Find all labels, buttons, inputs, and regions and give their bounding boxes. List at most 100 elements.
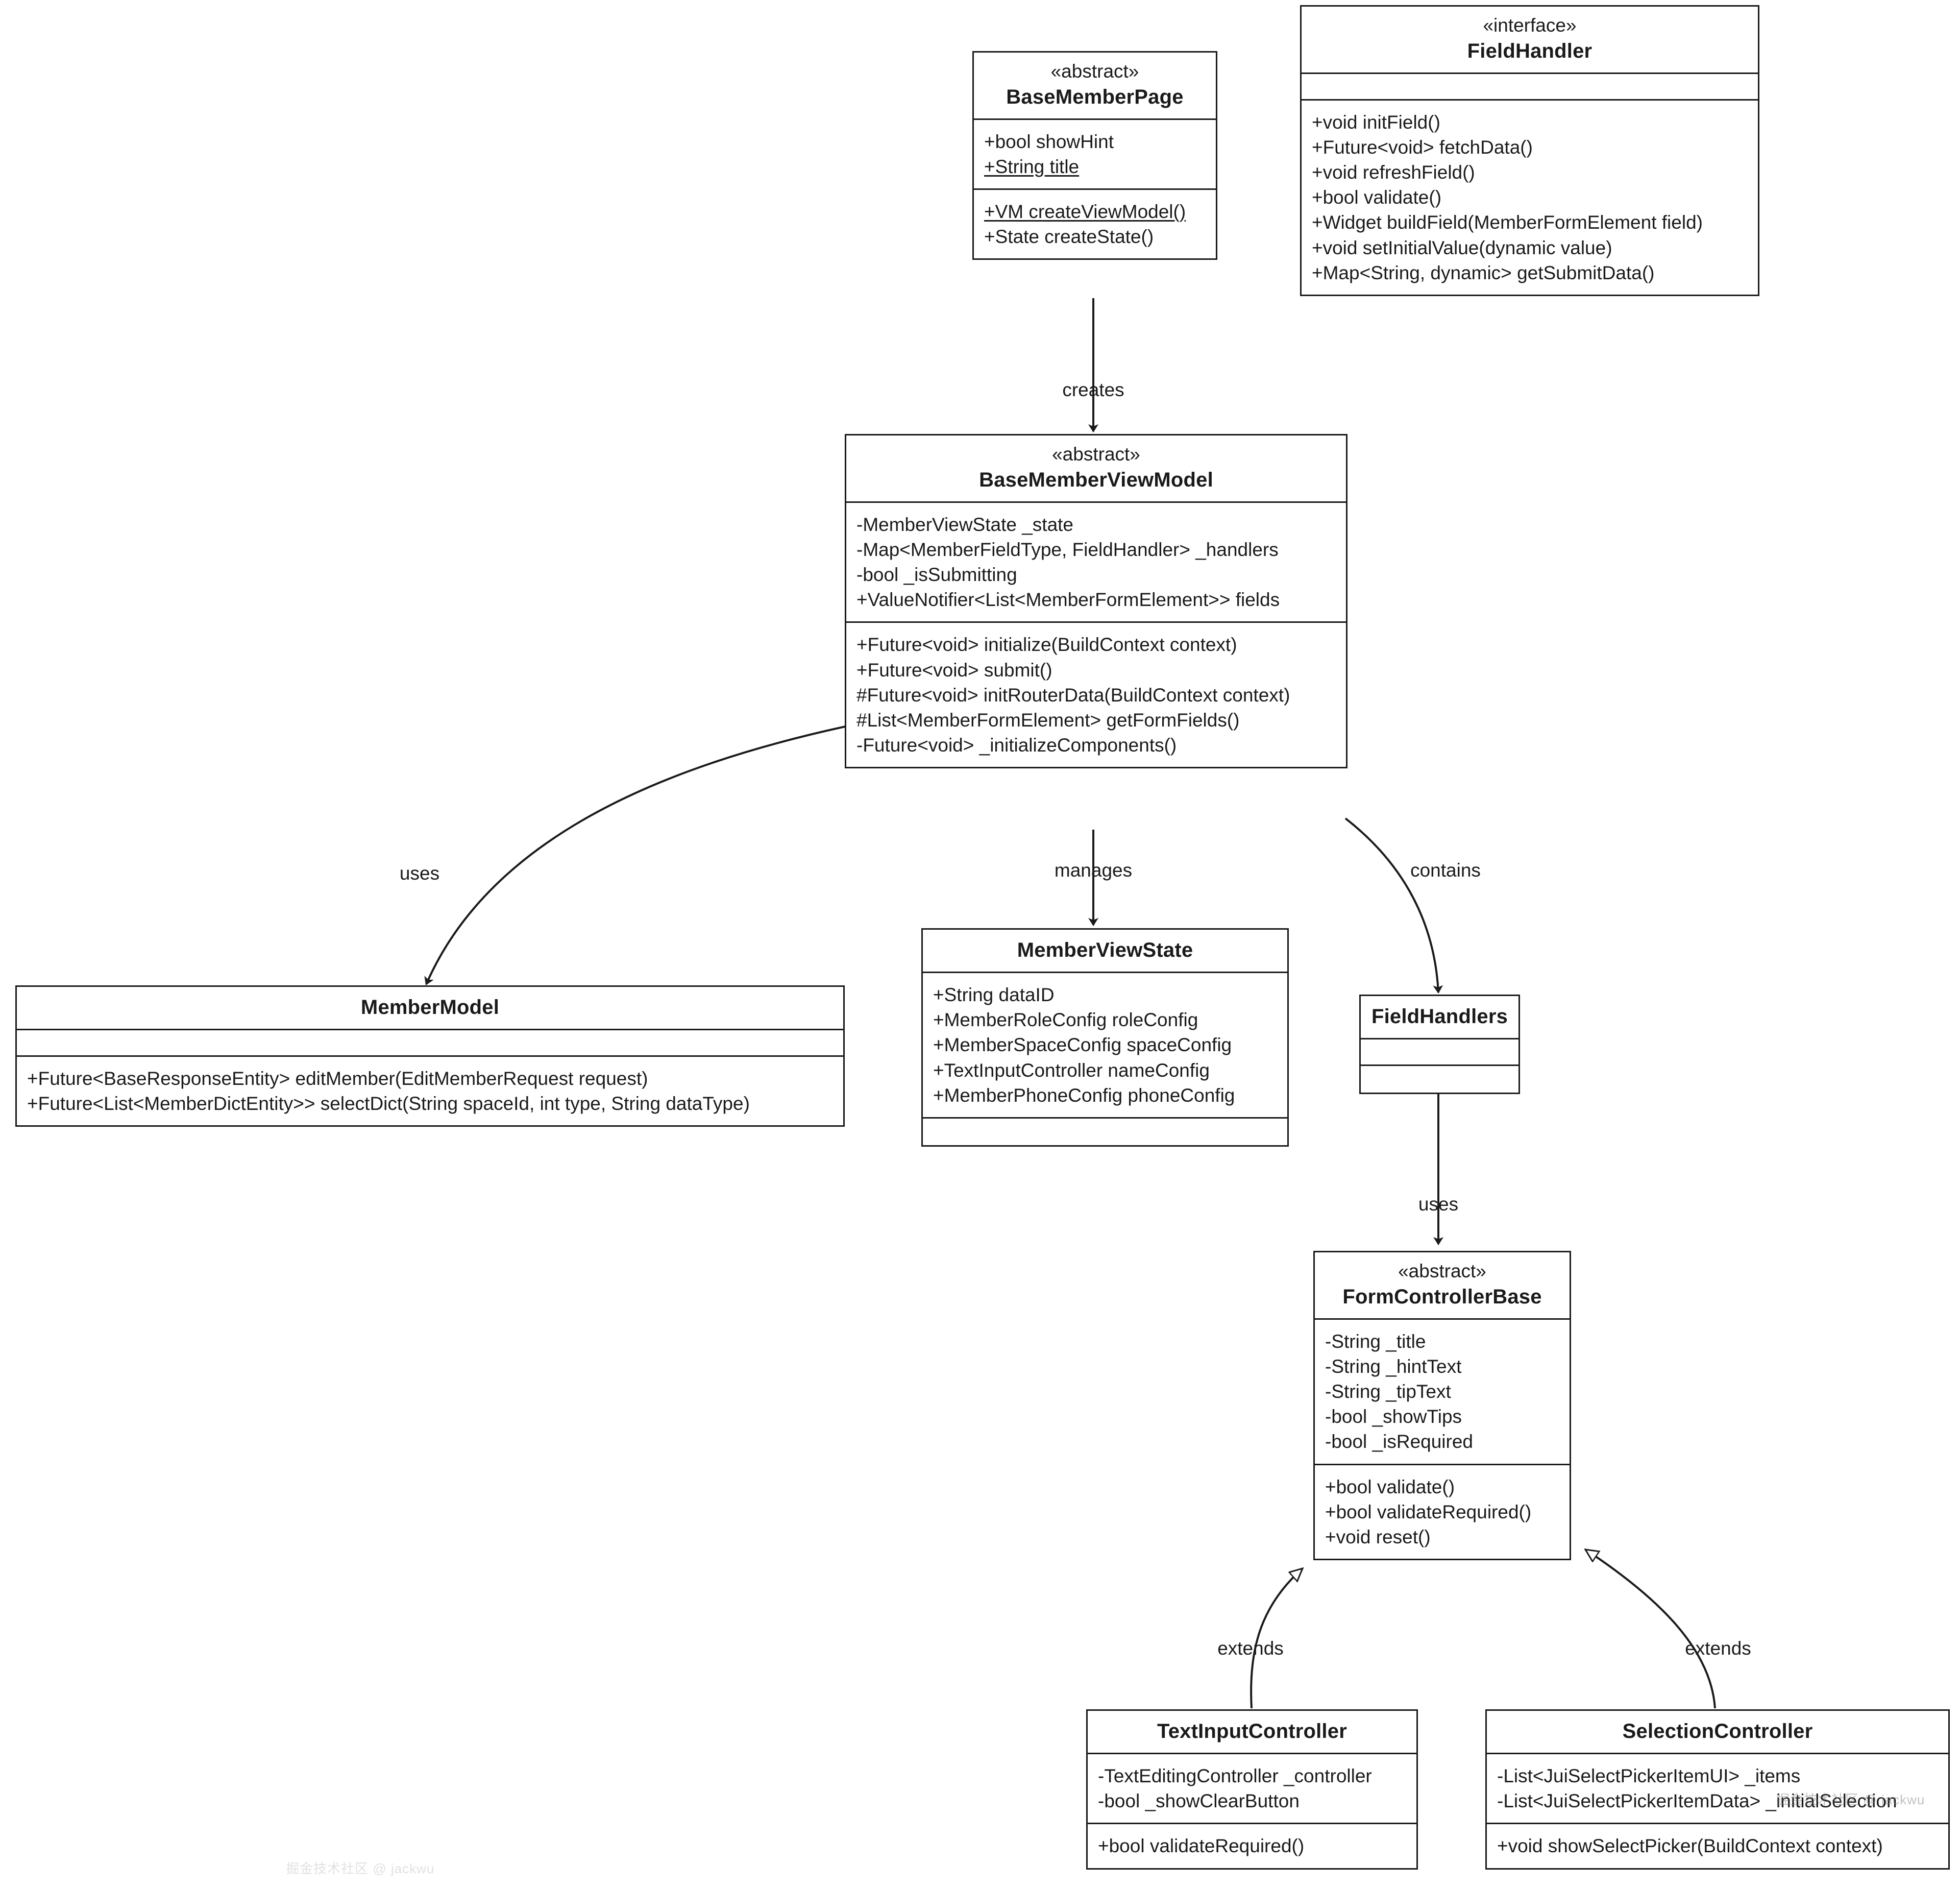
stereotype-interface: «interface»: [1483, 15, 1577, 36]
class-header-membermodel: MemberModel: [17, 987, 843, 1030]
attribute-tiptext: -String _tipText: [1325, 1381, 1451, 1402]
attribute-showclearbutton: -bool _showClearButton: [1098, 1790, 1300, 1812]
uml-class-membermodel[interactable]: MemberModel +Future<BaseResponseEntity> …: [15, 985, 845, 1127]
edge-extends-selectioncontroller: [1585, 1550, 1716, 1709]
stereotype-abstract: «abstract»: [1052, 444, 1140, 465]
edge-label-manages: manages: [1054, 860, 1133, 881]
attribute-showhint: +bool showHint: [984, 131, 1114, 152]
operation-initialize: +Future<void> initialize(BuildContext co…: [856, 634, 1237, 656]
attributes-compartment-formcontrollerbase: -String _title -String _hintText -String…: [1315, 1320, 1570, 1465]
operation-createviewmodel: +VM createViewModel(): [984, 201, 1186, 223]
operations-compartment-basememberpage: +VM createViewModel() +State createState…: [974, 190, 1216, 258]
attributes-compartment-textinputcontroller: -TextEditingController _controller -bool…: [1088, 1754, 1416, 1825]
attribute-isrequired: -bool _isRequired: [1325, 1431, 1474, 1453]
class-header-basememberviewmodel: «abstract» BaseMemberViewModel: [846, 435, 1346, 503]
uml-class-basememberviewmodel[interactable]: «abstract» BaseMemberViewModel -MemberVi…: [845, 434, 1348, 769]
operation-editmember: +Future<BaseResponseEntity> editMember(E…: [27, 1068, 648, 1089]
uml-class-textinputcontroller[interactable]: TextInputController -TextEditingControll…: [1086, 1709, 1418, 1870]
operation-initializecomponents: -Future<void> _initializeComponents(): [856, 735, 1177, 756]
class-name-fieldhandler: FieldHandler: [1467, 39, 1592, 62]
class-header-fieldhandler: «interface» FieldHandler: [1302, 7, 1758, 74]
attribute-dataid: +String dataID: [933, 984, 1055, 1005]
operation-selectdict: +Future<List<MemberDictEntity>> selectDi…: [27, 1093, 750, 1115]
attribute-showtips: -bool _showTips: [1325, 1406, 1462, 1427]
attribute-title: +String title: [984, 156, 1080, 177]
class-name-membermodel: MemberModel: [360, 996, 500, 1019]
operation-validate: +bool validate(): [1325, 1476, 1455, 1497]
attribute-fields: +ValueNotifier<List<MemberFormElement>> …: [856, 589, 1280, 611]
uml-class-formcontrollerbase[interactable]: «abstract» FormControllerBase -String _t…: [1313, 1251, 1571, 1561]
operation-getsubmitdata: +Map<String, dynamic> getSubmitData(): [1312, 262, 1655, 283]
edge-label-uses-membermodel: uses: [399, 863, 440, 884]
edge-label-creates: creates: [1062, 379, 1124, 400]
class-name-basememberviewmodel: BaseMemberViewModel: [979, 468, 1213, 491]
attribute-phoneconfig: +MemberPhoneConfig phoneConfig: [933, 1084, 1235, 1106]
class-header-textinputcontroller: TextInputController: [1088, 1711, 1416, 1754]
stereotype-abstract: «abstract»: [1398, 1261, 1486, 1281]
attribute-state: -MemberViewState _state: [856, 514, 1074, 535]
uml-class-memberviewstate[interactable]: MemberViewState +String dataID +MemberRo…: [921, 928, 1289, 1147]
uml-class-basememberpage[interactable]: «abstract» BaseMemberPage +bool showHint…: [972, 51, 1217, 260]
operation-initrouterdata: #Future<void> initRouterData(BuildContex…: [856, 684, 1290, 706]
attributes-compartment-fieldhandler: [1302, 74, 1758, 101]
operation-submit: +Future<void> submit(): [856, 659, 1052, 681]
attribute-handlers: -Map<MemberFieldType, FieldHandler> _han…: [856, 539, 1279, 560]
operations-compartment-selectioncontroller: +void showSelectPicker(BuildContext cont…: [1487, 1824, 1948, 1868]
attributes-compartment-memberviewstate: +String dataID +MemberRoleConfig roleCon…: [923, 973, 1287, 1119]
uml-class-fieldhandlers[interactable]: FieldHandlers: [1359, 995, 1520, 1094]
uml-class-selectioncontroller[interactable]: SelectionController -List<JuiSelectPicke…: [1485, 1709, 1950, 1870]
operation-showselectpicker: +void showSelectPicker(BuildContext cont…: [1497, 1835, 1883, 1857]
attributes-compartment-basememberviewmodel: -MemberViewState _state -Map<MemberField…: [846, 503, 1346, 623]
watermark-bottom-left: 掘金技术社区 @ jackwu: [286, 1861, 435, 1876]
edge-label-contains: contains: [1410, 860, 1481, 881]
class-name-memberviewstate: MemberViewState: [1017, 939, 1193, 961]
uml-class-fieldhandler[interactable]: «interface» FieldHandler +void initField…: [1300, 5, 1759, 297]
class-header-memberviewstate: MemberViewState: [923, 930, 1287, 973]
attribute-spaceconfig: +MemberSpaceConfig spaceConfig: [933, 1034, 1232, 1056]
class-header-formcontrollerbase: «abstract» FormControllerBase: [1315, 1252, 1570, 1320]
attribute-issubmitting: -bool _isSubmitting: [856, 564, 1017, 586]
attribute-roleconfig: +MemberRoleConfig roleConfig: [933, 1009, 1198, 1031]
attributes-compartment-selectioncontroller: -List<JuiSelectPickerItemUI> _items -Lis…: [1487, 1754, 1948, 1825]
class-name-basememberpage: BaseMemberPage: [1006, 85, 1184, 108]
operations-compartment-memberviewstate: [923, 1119, 1287, 1145]
attributes-compartment-fieldhandlers: [1361, 1039, 1518, 1066]
operations-compartment-membermodel: +Future<BaseResponseEntity> editMember(E…: [17, 1057, 843, 1125]
attribute-title: -String _title: [1325, 1330, 1426, 1352]
class-header-fieldhandlers: FieldHandlers: [1361, 996, 1518, 1039]
class-name-selectioncontroller: SelectionController: [1622, 1720, 1813, 1742]
class-header-selectioncontroller: SelectionController: [1487, 1711, 1948, 1754]
class-header-basememberpage: «abstract» BaseMemberPage: [974, 53, 1216, 120]
operation-reset: +void reset(): [1325, 1527, 1431, 1548]
edge-label-uses-formcontrollerbase: uses: [1418, 1194, 1459, 1215]
edge-uses-membermodel: [424, 725, 848, 985]
operation-validate: +bool validate(): [1312, 187, 1442, 208]
operation-fetchdata: +Future<void> fetchData(): [1312, 136, 1533, 158]
operations-compartment-basememberviewmodel: +Future<void> initialize(BuildContext co…: [846, 623, 1346, 767]
class-name-textinputcontroller: TextInputController: [1157, 1720, 1347, 1742]
edge-label-extends-selection: extends: [1685, 1638, 1751, 1659]
attribute-items: -List<JuiSelectPickerItemUI> _items: [1497, 1765, 1801, 1786]
attributes-compartment-basememberpage: +bool showHint +String title: [974, 120, 1216, 190]
watermark-bottom-right: 掘金技术社区 @ jackwu: [1776, 1792, 1925, 1807]
operation-createstate: +State createState(): [984, 226, 1154, 248]
operations-compartment-fieldhandlers: [1361, 1066, 1518, 1093]
class-name-formcontrollerbase: FormControllerBase: [1342, 1285, 1542, 1308]
attributes-compartment-membermodel: [17, 1030, 843, 1057]
operation-validaterequired: +bool validateRequired(): [1325, 1501, 1532, 1522]
operation-setinitialvalue: +void setInitialValue(dynamic value): [1312, 237, 1612, 258]
edge-label-extends-textinput: extends: [1217, 1638, 1284, 1659]
operations-compartment-textinputcontroller: +bool validateRequired(): [1088, 1824, 1416, 1868]
attribute-nameconfig: +TextInputController nameConfig: [933, 1059, 1210, 1081]
edge-contains: [1344, 817, 1443, 994]
operations-compartment-fieldhandler: +void initField() +Future<void> fetchDat…: [1302, 101, 1758, 295]
operation-validaterequired: +bool validateRequired(): [1098, 1835, 1305, 1857]
stereotype-abstract: «abstract»: [1050, 61, 1139, 82]
attribute-hinttext: -String _hintText: [1325, 1356, 1462, 1377]
operation-refreshfield: +void refreshField(): [1312, 162, 1475, 183]
class-name-fieldhandlers: FieldHandlers: [1371, 1005, 1508, 1028]
operation-getformfields: #List<MemberFormElement> getFormFields(): [856, 710, 1240, 731]
operation-initfield: +void initField(): [1312, 111, 1440, 133]
operations-compartment-formcontrollerbase: +bool validate() +bool validateRequired(…: [1315, 1465, 1570, 1559]
